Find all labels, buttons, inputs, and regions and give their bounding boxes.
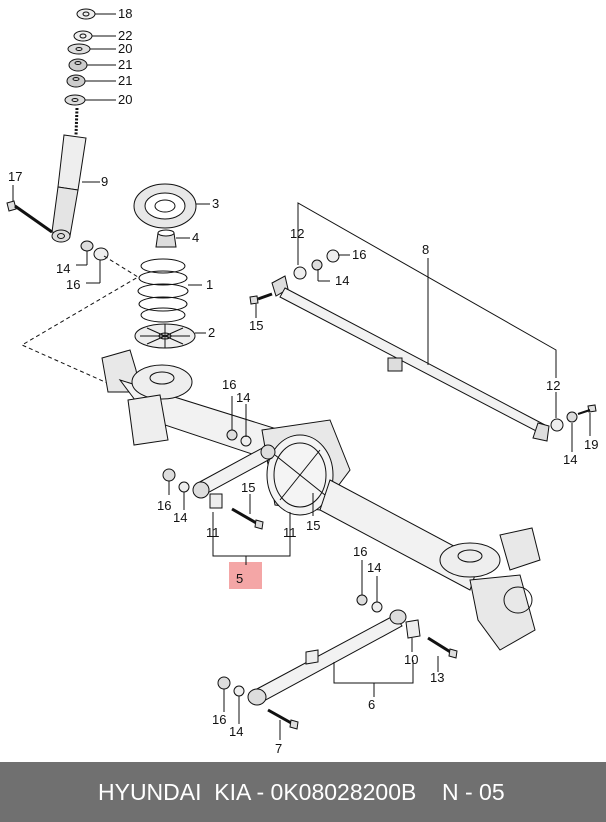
callout-label-c14d: 14 [236, 390, 250, 405]
bolt-15-upper-icon [249, 292, 273, 305]
washer-20-bottom-icon [64, 94, 86, 106]
callout-label-c7: 7 [275, 741, 282, 756]
callout-label-c16e: 16 [353, 544, 367, 559]
callout-label-c3: 3 [212, 196, 219, 211]
highlight-callout-5 [229, 562, 262, 589]
bolt-15-mid-icon [231, 507, 264, 530]
bolt-13-icon [427, 636, 458, 659]
upper-control-arm-icon [271, 275, 550, 442]
callout-label-c14e: 14 [173, 510, 187, 525]
bushing-21b-icon [66, 74, 86, 88]
callout-label-c21a: 21 [118, 57, 132, 72]
lateral-link-5-icon [192, 444, 276, 509]
coil-spring-icon [137, 258, 189, 323]
callout-label-c16f: 16 [212, 712, 226, 727]
callout-label-c15a: 15 [249, 318, 263, 333]
callout-label-c14f: 14 [367, 560, 381, 575]
callout-label-c18a: 18 [118, 6, 132, 21]
callout-label-c21b: 21 [118, 73, 132, 88]
callout-label-c20a: 20 [118, 41, 132, 56]
washer-20-top-icon [67, 43, 91, 55]
callout-label-c2: 2 [208, 325, 215, 340]
callout-label-c16d: 16 [157, 498, 171, 513]
callout-label-c9: 9 [101, 174, 108, 189]
callout-label-c17: 17 [8, 169, 22, 184]
callout-label-c14c: 14 [563, 452, 577, 467]
callout-label-c10: 10 [404, 652, 418, 667]
shock-absorber-icon [51, 107, 87, 243]
callout-label-c16a: 16 [66, 277, 80, 292]
callout-label-c6: 6 [368, 697, 375, 712]
callout-label-c22: 22 [118, 28, 132, 43]
callout-label-c13: 13 [430, 670, 444, 685]
exploded-parts-diagram: 1822202121201793414161212816141512191416… [6, 6, 598, 756]
part-number-label: HYUNDAI KIA - 0K08028200B [98, 778, 417, 805]
nut-22-icon [73, 30, 93, 42]
callout-label-c19: 19 [584, 437, 598, 452]
spring-pad-icon [134, 323, 196, 349]
callout-label-c8: 8 [422, 242, 429, 257]
callout-label-c16c: 16 [222, 377, 236, 392]
page-reference-label: N - 05 [442, 778, 505, 805]
bushing-21-icon [68, 58, 88, 72]
spring-seat-icon [133, 183, 197, 229]
callout-label-c1: 1 [206, 277, 213, 292]
axle-housing-icon [101, 349, 541, 651]
callout-label-c12b: 12 [546, 378, 560, 393]
callout-label-c4: 4 [192, 230, 199, 245]
callout-label-c16b: 16 [352, 247, 366, 262]
callout-label-c14a: 14 [56, 261, 70, 276]
callout-label-c14b: 14 [335, 273, 349, 288]
callout-label-c12a: 12 [290, 226, 304, 241]
callout-label-c5: 5 [236, 571, 243, 586]
callout-label-c14g: 14 [229, 724, 243, 739]
callout-label-c15c: 15 [306, 518, 320, 533]
lower-control-arm-icon [247, 609, 421, 706]
callout-label-c15b: 15 [241, 480, 255, 495]
nut-18-icon [76, 8, 96, 20]
callout-label-c11a: 11 [206, 525, 220, 540]
bolt-7-icon [267, 708, 299, 730]
footer-bar: HYUNDAI KIA - 0K08028200B N - 05 [0, 762, 606, 822]
callout-label-c11b: 11 [283, 525, 297, 540]
bump-stopper-icon [155, 229, 177, 248]
callout-label-c20b: 20 [118, 92, 132, 107]
bolt-17-icon [6, 200, 53, 234]
